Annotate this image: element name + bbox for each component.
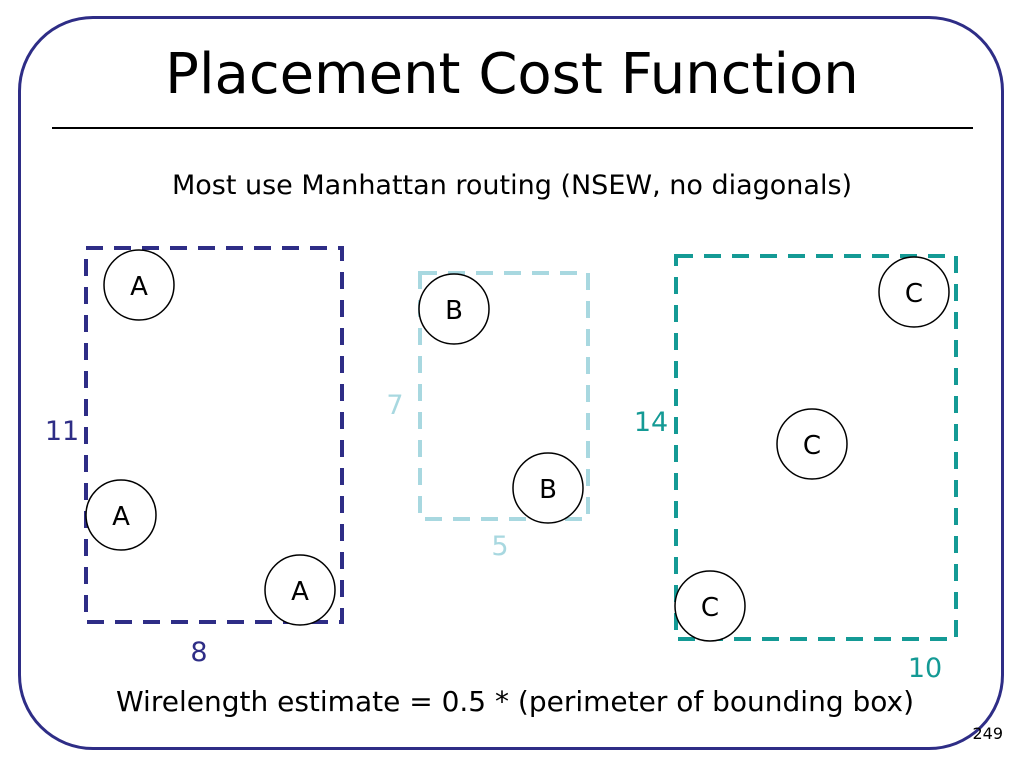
net-b-width-label: 5 [491, 531, 508, 562]
net-c-node: C [878, 256, 950, 328]
wirelength-formula: Wirelength estimate = 0.5 * (perimeter o… [115, 685, 915, 718]
net-c-node: C [674, 570, 746, 642]
slide-subtitle: Most use Manhattan routing (NSEW, no dia… [171, 170, 853, 201]
net-c-height-label: 14 [634, 407, 668, 438]
node-label: C [701, 593, 719, 623]
node-label: B [539, 475, 557, 505]
net-c-width-label: 10 [908, 653, 942, 684]
net-a-bounding-box [84, 246, 344, 624]
net-b-node: B [512, 452, 584, 524]
node-label: C [905, 279, 923, 309]
net-c-bounding-box [674, 254, 958, 641]
node-label: A [291, 577, 309, 607]
net-b-group: 7 5 B B [386, 271, 590, 562]
node-label: C [803, 431, 821, 461]
node-label: A [130, 272, 148, 302]
net-b-height-label: 7 [386, 390, 403, 421]
node-label: A [112, 502, 130, 532]
net-b-node: B [418, 273, 490, 345]
net-a-height-label: 11 [45, 416, 79, 447]
net-b-bounding-box [418, 271, 590, 521]
net-a-node: A [85, 479, 157, 551]
title-divider [52, 127, 973, 129]
net-a-group: 11 8 A A A [45, 246, 344, 668]
net-a-node: A [103, 249, 175, 321]
slide-title: Placement Cost Function [165, 42, 859, 107]
node-label: B [445, 296, 463, 326]
net-a-width-label: 8 [190, 637, 207, 668]
net-c-group: 14 10 C C C [634, 254, 958, 684]
slide-frame [18, 16, 1004, 750]
net-a-node: A [264, 554, 336, 626]
page-number: 249 [972, 724, 1003, 743]
net-c-node: C [776, 408, 848, 480]
